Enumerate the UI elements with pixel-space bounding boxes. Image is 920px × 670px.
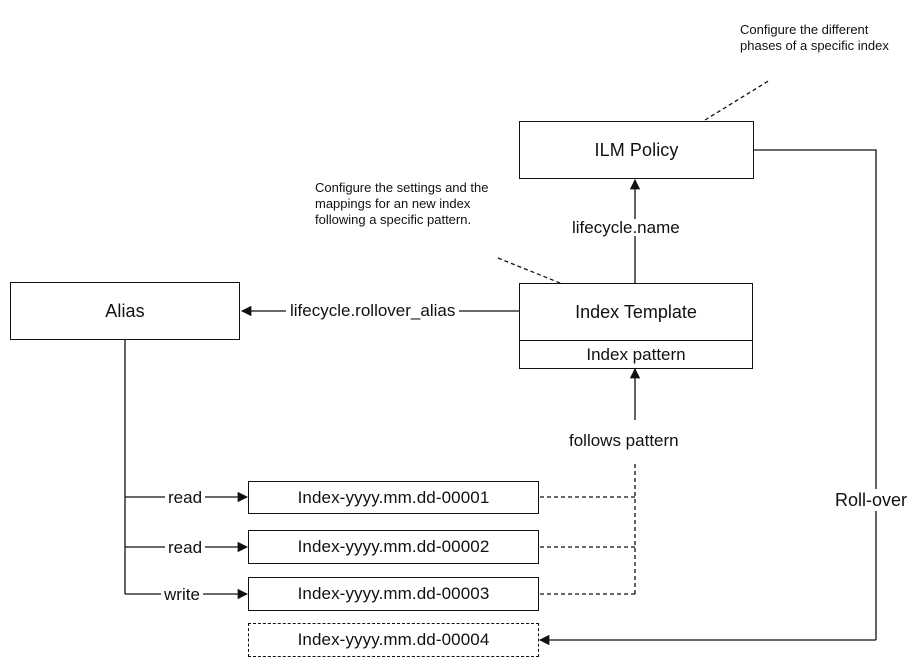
index-pattern-label: Index pattern (586, 344, 686, 364)
alias-node: Alias (10, 282, 240, 340)
template-note-pointer (497, 257, 566, 286)
rollover-alias-label: lifecycle.rollover_alias (286, 302, 460, 319)
index-label-00004: Index-yyyy.mm.dd-00004 (297, 630, 490, 649)
alias-link-read-2: read (165, 539, 206, 556)
ilm-note-pointer (704, 79, 771, 121)
lifecycle-name-label: lifecycle.name (570, 218, 682, 237)
ilm-policy-node: ILM Policy (519, 121, 754, 179)
rollover-path (754, 149, 877, 640)
index-node-00003: Index-yyyy.mm.dd-00003 (248, 577, 539, 611)
index-template-note: Configure the settings and the mappings … (315, 180, 489, 227)
ilm-policy-note: Configure the different phases of a spec… (740, 22, 889, 53)
index-node-00004: Index-yyyy.mm.dd-00004 (248, 623, 539, 657)
index-node-00002: Index-yyyy.mm.dd-00002 (248, 530, 539, 564)
index-template-label: Index Template (520, 284, 752, 341)
index-template-node: Index Template Index pattern (519, 283, 753, 369)
index-label-00002: Index-yyyy.mm.dd-00002 (297, 537, 490, 556)
follows-pattern-label: follows pattern (567, 431, 681, 450)
ilm-policy-label: ILM Policy (594, 139, 679, 160)
index-node-00001: Index-yyyy.mm.dd-00001 (248, 481, 539, 514)
alias-link-write: write (161, 586, 203, 603)
alias-label: Alias (105, 300, 145, 321)
index-label-00003: Index-yyyy.mm.dd-00003 (297, 584, 490, 603)
roll-over-label: Roll-over (834, 489, 909, 511)
alias-link-read-1: read (165, 489, 206, 506)
index-label-00001: Index-yyyy.mm.dd-00001 (297, 487, 490, 507)
